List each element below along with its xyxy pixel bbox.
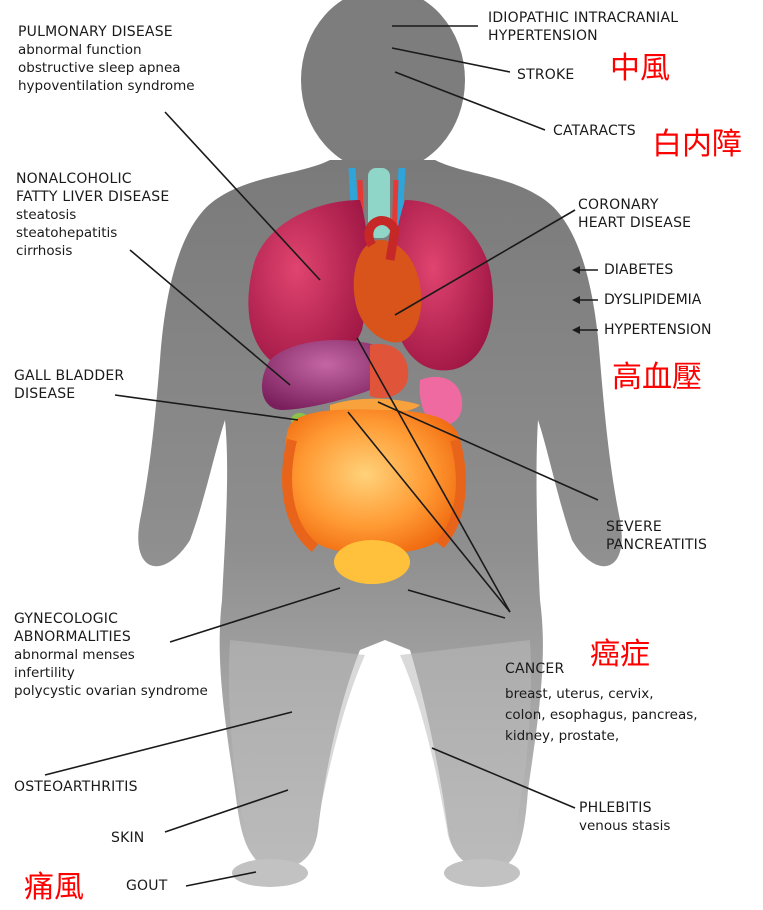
zh-hypertension: 高血壓 [612, 361, 702, 395]
pancreatitis-line: SEVERE [606, 518, 707, 536]
zh-gout: 痛風 [24, 871, 84, 905]
zh-stroke: 中風 [610, 52, 670, 86]
nafld-item: steatohepatitis [16, 224, 169, 242]
zh-cataracts: 白内障 [652, 128, 742, 162]
label-coronary: CORONARY HEART DISEASE [578, 196, 691, 232]
gallbladder-line: DISEASE [14, 385, 124, 403]
stroke-title: STROKE [517, 66, 574, 84]
label-cataracts: CATARACTS [553, 122, 636, 140]
zh-cancer: 癌症 [590, 638, 650, 672]
label-idiopathic: IDIOPATHIC INTRACRANIAL HYPERTENSION [488, 9, 678, 45]
label-pancreatitis: SEVERE PANCREATITIS [606, 518, 707, 554]
label-gout: GOUT [126, 877, 167, 895]
gynecologic-item: infertility [14, 664, 208, 682]
label-cancer: CANCER breast, uterus, cervix, colon, es… [505, 660, 698, 747]
label-skin: SKIN [111, 829, 144, 847]
pulmonary-item: obstructive sleep apnea [18, 59, 195, 77]
label-hypertension: HYPERTENSION [604, 321, 711, 339]
label-nafld: NONALCOHOLIC FATTY LIVER DISEASE steatos… [16, 170, 169, 260]
legs [229, 640, 531, 867]
nafld-item: steatosis [16, 206, 169, 224]
osteoarthritis-title: OSTEOARTHRITIS [14, 778, 138, 796]
label-stroke: STROKE [517, 66, 574, 84]
right-foot [444, 859, 520, 887]
intestines [285, 409, 463, 554]
label-dyslipidemia: DYSLIPIDEMIA [604, 291, 701, 309]
left-foot [232, 859, 308, 887]
coronary-line: CORONARY [578, 196, 691, 214]
coronary-line: HEART DISEASE [578, 214, 691, 232]
nafld-line: NONALCOHOLIC [16, 170, 169, 188]
cancer-item: kidney, prostate, [505, 726, 698, 747]
cancer-item: colon, esophagus, pancreas, [505, 705, 698, 726]
label-phlebitis: PHLEBITIS venous stasis [579, 799, 670, 835]
label-pulmonary: PULMONARY DISEASE abnormal function obst… [18, 23, 195, 95]
pulmonary-title: PULMONARY DISEASE [18, 23, 195, 41]
cancer-item: breast, uterus, cervix, [505, 684, 698, 705]
gallbladder-line: GALL BLADDER [14, 367, 124, 385]
pulmonary-item: abnormal function [18, 41, 195, 59]
skin-title: SKIN [111, 829, 144, 847]
gynecologic-line: GYNECOLOGIC [14, 610, 208, 628]
gynecologic-item: polycystic ovarian syndrome [14, 682, 208, 700]
label-diabetes: DIABETES [604, 261, 673, 279]
label-gallbladder: GALL BLADDER DISEASE [14, 367, 124, 403]
nafld-line: FATTY LIVER DISEASE [16, 188, 169, 206]
idiopathic-line: IDIOPATHIC INTRACRANIAL [488, 9, 678, 27]
pulmonary-item: hypoventilation syndrome [18, 77, 195, 95]
pancreatitis-line: PANCREATITIS [606, 536, 707, 554]
cataracts-title: CATARACTS [553, 122, 636, 140]
idiopathic-line: HYPERTENSION [488, 27, 678, 45]
gout-title: GOUT [126, 877, 167, 895]
gynecologic-line: ABNORMALITIES [14, 628, 208, 646]
bladder [334, 540, 410, 584]
phlebitis-title: PHLEBITIS [579, 799, 670, 817]
nafld-item: cirrhosis [16, 242, 169, 260]
label-osteoarthritis: OSTEOARTHRITIS [14, 778, 138, 796]
label-gynecologic: GYNECOLOGIC ABNORMALITIES abnormal mense… [14, 610, 208, 700]
gynecologic-item: abnormal menses [14, 646, 208, 664]
phlebitis-item: venous stasis [579, 817, 670, 835]
